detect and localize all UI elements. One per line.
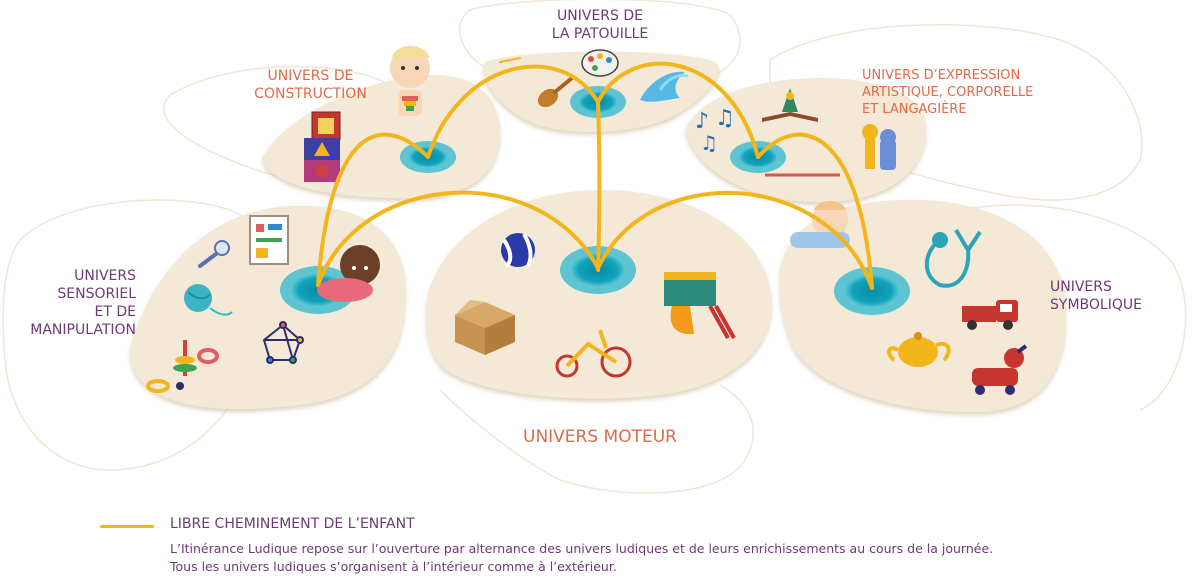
baby-crawling-sensoriel-icon xyxy=(317,245,380,302)
svg-text:♫: ♫ xyxy=(700,131,718,155)
label-symbolique: UNIVERS SYMBOLIQUE xyxy=(1050,279,1142,313)
island-symbolique xyxy=(779,199,1066,413)
legend-path-swatch xyxy=(100,525,154,528)
toy-truck-icon xyxy=(962,300,1018,330)
teapot-icon xyxy=(887,332,951,367)
stethoscope-icon xyxy=(924,228,982,288)
tricycle-icon xyxy=(555,329,632,378)
label-patouille: UNIVERS DE LA PATOUILLE xyxy=(551,8,649,42)
music-notes-icon: ♪ ♫ ♫ xyxy=(695,106,735,155)
svg-text:♫: ♫ xyxy=(715,106,735,131)
palette-icon xyxy=(581,49,619,77)
yarn-ball-icon xyxy=(184,284,233,316)
baby-lying-icon xyxy=(790,201,850,248)
magnetic-toy-icon xyxy=(262,321,304,364)
splash-icon xyxy=(640,71,689,102)
label-construction: UNIVERS DE CONSTRUCTION xyxy=(254,68,367,102)
legend-title: LIBRE CHEMINEMENT DE L’ENFANT xyxy=(170,516,415,532)
stacking-rings-icon xyxy=(146,340,219,393)
giraffe-puppet-icon xyxy=(862,124,896,170)
legend-text-line1: L’Itinérance Ludique repose sur l’ouvert… xyxy=(170,541,994,556)
toy-dog-icon xyxy=(972,344,1028,395)
rattle-icon xyxy=(198,240,230,268)
playground-slide-icon xyxy=(664,272,736,339)
svg-text:♪: ♪ xyxy=(695,109,709,134)
spoon-icon xyxy=(537,76,574,108)
label-moteur: UNIVERS MOTEUR xyxy=(523,427,677,447)
label-sensoriel: UNIVERS SENSORIEL ET DE MANIPULATION xyxy=(30,268,136,338)
illustrations: ♪ ♫ ♫ xyxy=(146,46,1028,395)
blocks-icon xyxy=(304,111,341,182)
ball-icon xyxy=(501,233,535,268)
activity-board-icon xyxy=(249,215,289,265)
baby-stacker-icon xyxy=(390,46,430,116)
cardboard-box-icon xyxy=(455,300,515,355)
child-paths xyxy=(316,57,874,290)
book-icon xyxy=(762,88,818,122)
label-expression: UNIVERS D’EXPRESSION ARTISTIQUE, CORPORE… xyxy=(862,68,1034,117)
legend-text-line2: Tous les univers ludiques s’organisent à… xyxy=(170,559,617,574)
